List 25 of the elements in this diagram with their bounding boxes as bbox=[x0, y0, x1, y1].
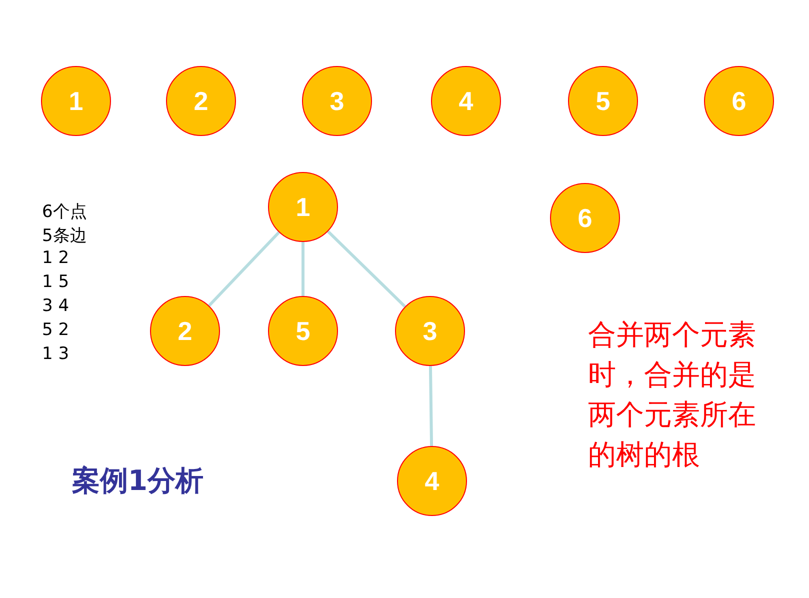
number-circle: 1 bbox=[268, 172, 338, 242]
connector-line bbox=[428, 366, 434, 446]
number-circle: 6 bbox=[550, 183, 620, 253]
data-line: 1 5 bbox=[42, 272, 70, 292]
connector-line bbox=[302, 242, 304, 296]
number-circle: 1 bbox=[41, 66, 111, 136]
number-circle: 4 bbox=[397, 446, 467, 516]
number-circle: 2 bbox=[150, 296, 220, 366]
note-text: 合并两个元素时，合并的是两个元素所在的树的根 bbox=[588, 317, 756, 473]
number-circle: 5 bbox=[568, 66, 638, 136]
number-circle: 3 bbox=[395, 296, 465, 366]
connector-line bbox=[208, 231, 280, 307]
data-line: 5条边 bbox=[42, 225, 87, 247]
data-line: 6个点 bbox=[42, 201, 87, 223]
data-line: 3 4 bbox=[42, 296, 70, 316]
number-circle: 3 bbox=[302, 66, 372, 136]
number-circle: 4 bbox=[431, 66, 501, 136]
data-line: 1 2 bbox=[42, 248, 70, 268]
heading: 案例1分析 bbox=[72, 463, 204, 499]
number-circle: 2 bbox=[166, 66, 236, 136]
connector-line bbox=[327, 230, 406, 308]
number-circle: 5 bbox=[268, 296, 338, 366]
data-line: 1 3 bbox=[42, 344, 70, 364]
number-circle: 6 bbox=[704, 66, 774, 136]
data-line: 5 2 bbox=[42, 320, 70, 340]
